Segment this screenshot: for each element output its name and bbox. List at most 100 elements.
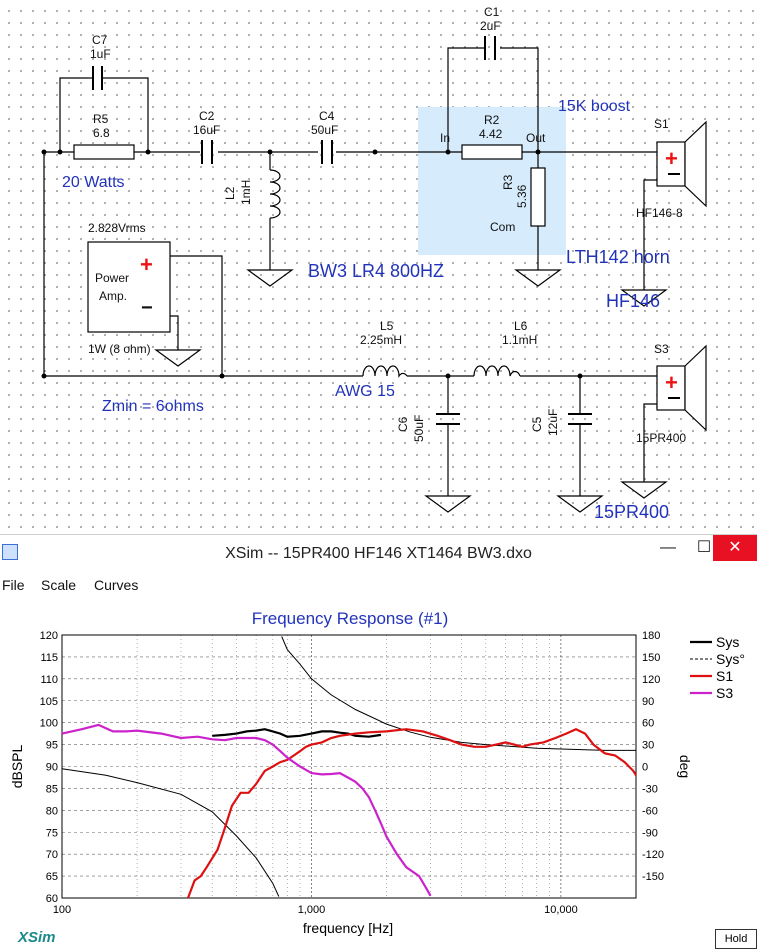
y-tick-label: 75 — [46, 827, 58, 839]
close-button[interactable]: ✕ — [713, 535, 757, 561]
box-label-in: In — [440, 131, 451, 145]
amp-plus-icon: + — [140, 252, 153, 277]
menu-curves[interactable]: Curves — [94, 577, 139, 593]
app-icon[interactable] — [2, 544, 18, 560]
legend-label: S3 — [716, 685, 733, 701]
amp-box — [87, 241, 171, 333]
annotation-watts: 20 Watts — [62, 174, 125, 191]
s3-plus-icon: + — [665, 370, 678, 395]
series-line-s3 — [61, 723, 432, 897]
c4-value: 50uF — [311, 123, 339, 137]
y-tick-label: 110 — [40, 674, 58, 686]
y-tick-label: 95 — [46, 740, 58, 752]
series-line-s1 — [186, 727, 637, 899]
annotation-bw3: BW3 LR4 800HZ — [308, 261, 445, 281]
frequency-response-chart[interactable]: 6065707580859095100105110115120-150-120-… — [0, 598, 757, 948]
box-label-out: Out — [526, 131, 546, 145]
r2-value: 4.42 — [479, 127, 503, 141]
s1-name: S1 — [654, 117, 669, 131]
chart-title: Frequency Response (#1) — [252, 609, 449, 628]
y2-tick-label: 150 — [642, 652, 660, 664]
menu-scale[interactable]: Scale — [41, 577, 77, 593]
x-tick-label: 1,000 — [298, 904, 326, 916]
y2-tick-label: -60 — [642, 805, 658, 817]
y-tick-label: 65 — [46, 871, 58, 883]
l6-name: L6 — [514, 319, 528, 333]
menu-file[interactable]: File — [2, 577, 25, 593]
menu-bar: File Scale Curves — [0, 572, 757, 598]
resistor-r2 — [461, 144, 523, 160]
x-tick-label: 100 — [53, 904, 71, 916]
legend-label: Sys° — [716, 651, 745, 667]
s3-name: S3 — [654, 342, 669, 356]
r5-name: R5 — [93, 112, 109, 126]
y-tick-label: 85 — [46, 783, 58, 795]
amp-vrms: 2.828Vrms — [88, 221, 146, 235]
hold-button[interactable]: Hold — [715, 929, 757, 949]
y-axis-label: dBSPL — [9, 744, 25, 788]
l2-value: 1mH — [239, 179, 253, 205]
amp-label-power: Power — [95, 271, 130, 285]
window-titlebar[interactable]: XSim -- 15PR400 HF146 XT1464 BW3.dxo — ☐… — [0, 534, 757, 573]
c2-value: 16uF — [193, 123, 221, 137]
s3-model: 15PR400 — [636, 431, 687, 445]
c1-value: 2uF — [480, 19, 501, 33]
y2-tick-label: 30 — [642, 740, 654, 752]
plot-frame — [61, 634, 637, 899]
maximize-button[interactable]: ☐ — [696, 539, 712, 556]
amp-minus-icon: − — [141, 297, 153, 319]
y2-axis-label: deg — [677, 755, 693, 778]
y-tick-label: 105 — [40, 696, 58, 708]
r2-name: R2 — [484, 113, 500, 127]
y-tick-label: 120 — [40, 630, 58, 642]
s3-box — [656, 365, 686, 411]
c6-name: C6 — [396, 416, 410, 432]
y2-tick-label: 120 — [642, 674, 660, 686]
xsim-brand-logo: XSim — [18, 929, 56, 946]
schematic-canvas: C7 1uF R5 6.8 C2 16uF C4 50uF C1 2uF R2 … — [0, 0, 757, 534]
y2-tick-label: -30 — [642, 783, 658, 795]
l6-value: 1.1mH — [502, 333, 538, 347]
amp-power-note: 1W (8 ohm) — [88, 342, 151, 356]
legend-label: Sys — [716, 634, 739, 650]
s1-plus-icon: + — [665, 146, 678, 171]
y-tick-label: 80 — [46, 805, 58, 817]
y2-tick-label: -90 — [642, 827, 658, 839]
y2-tick-label: 90 — [642, 696, 654, 708]
y-tick-label: 90 — [46, 762, 58, 774]
y2-tick-label: 60 — [642, 718, 654, 730]
l5-value: 2.25mH — [360, 333, 403, 347]
r3-name: R3 — [501, 174, 515, 190]
annotation-hf146: HF146 — [606, 291, 661, 311]
schematic-wiring — [41, 36, 707, 513]
r3-value: 5.36 — [515, 184, 529, 208]
annotation-awg: AWG 15 — [335, 383, 395, 400]
y2-tick-label: 180 — [642, 630, 660, 642]
y-tick-label: 60 — [46, 893, 58, 905]
box-label-com: Com — [490, 220, 516, 234]
resistor-r3 — [530, 167, 546, 227]
c5-name: C5 — [530, 416, 544, 432]
c7-value: 1uF — [90, 47, 111, 61]
y2-tick-label: -150 — [642, 871, 664, 883]
s1-box — [656, 141, 686, 187]
amp-label-amp: Amp. — [99, 289, 128, 303]
r5-value: 6.8 — [93, 126, 110, 140]
c1-name: C1 — [484, 5, 500, 19]
annotation-15pr400: 15PR400 — [594, 502, 670, 522]
annotation-boost: 15K boost — [558, 98, 631, 115]
x-tick-label: 10,000 — [544, 904, 578, 916]
x-axis-label: frequency [Hz] — [303, 920, 393, 936]
l2-name: L2 — [223, 186, 237, 200]
legend-label: S1 — [716, 668, 733, 684]
window-title: XSim -- 15PR400 HF146 XT1464 BW3.dxo — [225, 545, 532, 562]
y-tick-label: 100 — [40, 718, 58, 730]
c7-name: C7 — [92, 33, 108, 47]
c4-name: C4 — [319, 109, 335, 123]
series-line-phase — [61, 636, 636, 897]
minimize-button[interactable]: — — [660, 539, 676, 556]
resistor-r5 — [73, 144, 135, 160]
l5-name: L5 — [380, 319, 394, 333]
c5-value: 12uF — [546, 408, 560, 436]
